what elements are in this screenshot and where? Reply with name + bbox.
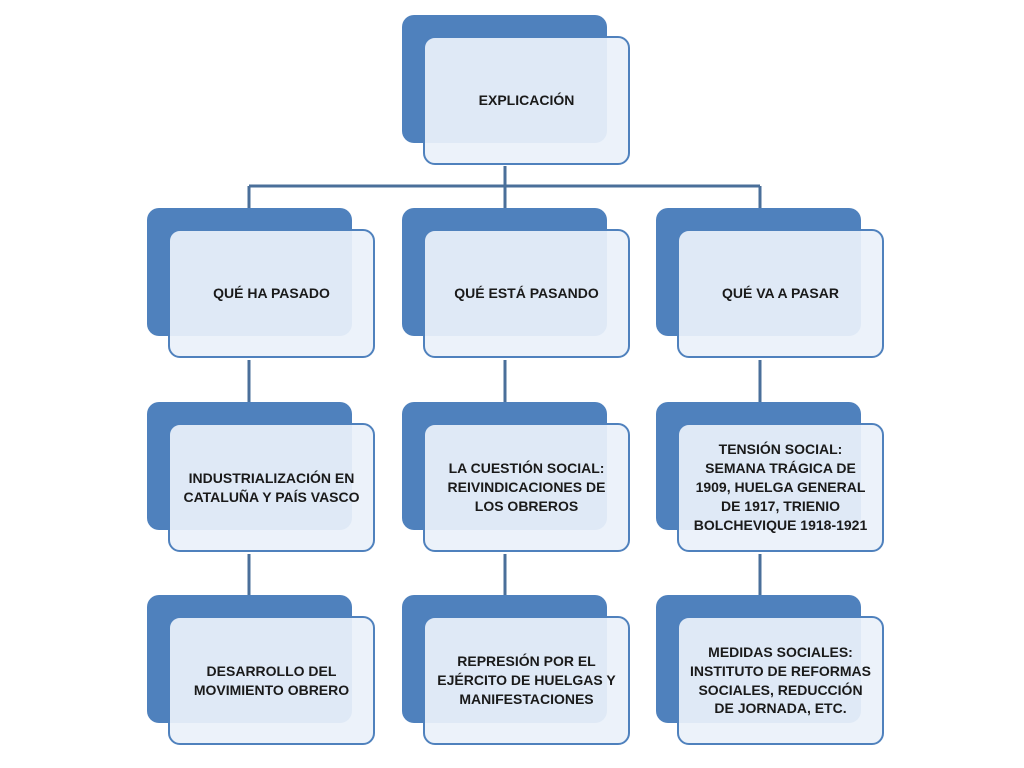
- node-box: EXPLICACIÓN: [423, 36, 630, 165]
- node-label: QUÉ HA PASADO: [213, 285, 330, 302]
- column-2-header-node: QUÉ ESTÁ PASANDO: [402, 208, 632, 360]
- node-label: EXPLICACIÓN: [478, 92, 575, 109]
- node-box: TENSIÓN SOCIAL: SEMANA TRÁGICA DE 1909, …: [677, 423, 884, 552]
- node-label: INDUSTRIALIZACIÓN EN CATALUÑA Y PAÍS VAS…: [183, 469, 360, 505]
- node-label: REPRESIÓN POR EL EJÉRCITO DE HUELGAS Y M…: [437, 653, 616, 707]
- node-box: DESARROLLO DEL MOVIMIENTO OBRERO: [168, 616, 375, 745]
- column-1-item-1-node: INDUSTRIALIZACIÓN EN CATALUÑA Y PAÍS VAS…: [147, 402, 377, 554]
- column-3-item-2-node: MEDIDAS SOCIALES: INSTITUTO DE REFORMAS …: [656, 595, 886, 747]
- column-3-item-1-node: TENSIÓN SOCIAL: SEMANA TRÁGICA DE 1909, …: [656, 402, 886, 554]
- column-1-header-node: QUÉ HA PASADO: [147, 208, 377, 360]
- node-box: MEDIDAS SOCIALES: INSTITUTO DE REFORMAS …: [677, 616, 884, 745]
- node-label: TENSIÓN SOCIAL: SEMANA TRÁGICA DE 1909, …: [693, 441, 868, 533]
- node-box: QUÉ VA A PASAR: [677, 229, 884, 358]
- node-label: QUÉ ESTÁ PASANDO: [454, 285, 599, 302]
- column-2-item-1-node: LA CUESTIÓN SOCIAL: REIVINDICACIONES DE …: [402, 402, 632, 554]
- node-box: QUÉ HA PASADO: [168, 229, 375, 358]
- node-box: INDUSTRIALIZACIÓN EN CATALUÑA Y PAÍS VAS…: [168, 423, 375, 552]
- column-3-header-node: QUÉ VA A PASAR: [656, 208, 886, 360]
- column-2-item-2-node: REPRESIÓN POR EL EJÉRCITO DE HUELGAS Y M…: [402, 595, 632, 747]
- column-1-item-2-node: DESARROLLO DEL MOVIMIENTO OBRERO: [147, 595, 377, 747]
- node-label: MEDIDAS SOCIALES: INSTITUTO DE REFORMAS …: [690, 643, 871, 717]
- root-node: EXPLICACIÓN: [402, 15, 632, 167]
- node-box: QUÉ ESTÁ PASANDO: [423, 229, 630, 358]
- node-label: QUÉ VA A PASAR: [722, 285, 839, 302]
- node-label: DESARROLLO DEL MOVIMIENTO OBRERO: [193, 662, 350, 698]
- node-label: LA CUESTIÓN SOCIAL: REIVINDICACIONES DE …: [447, 460, 606, 514]
- node-box: LA CUESTIÓN SOCIAL: REIVINDICACIONES DE …: [423, 423, 630, 552]
- node-box: REPRESIÓN POR EL EJÉRCITO DE HUELGAS Y M…: [423, 616, 630, 745]
